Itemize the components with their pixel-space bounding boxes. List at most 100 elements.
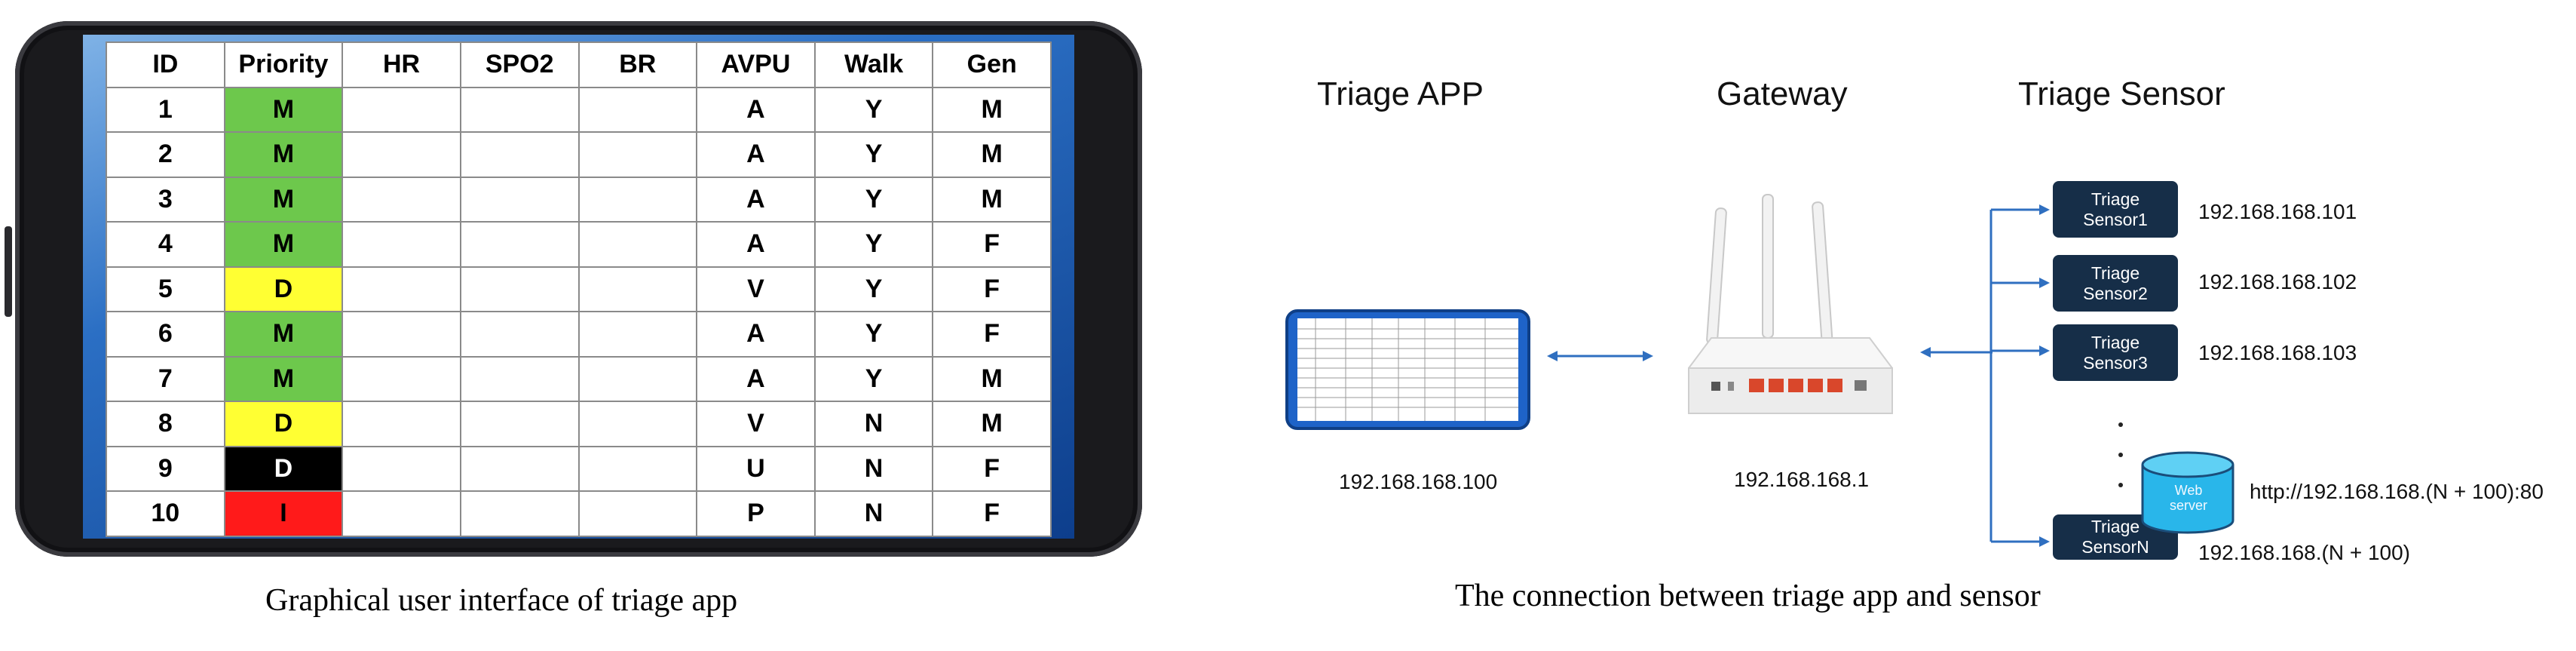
gateway-ip: 192.168.168.1 [1734,468,1870,491]
cell-id: 8 [106,401,225,447]
cell-spo2 [459,355,580,402]
sensor-label-2a: Triage [2091,263,2140,283]
cell-spo2 [459,176,580,223]
app-title: Triage APP [1317,75,1484,112]
cell-priority: M [223,86,344,133]
cell-spo2 [459,266,580,312]
cell-spo2 [459,221,580,268]
cell-avpu: P [696,490,816,537]
ellipsis-dot-3 [2118,483,2123,487]
cell-id: 5 [106,266,225,312]
cell-br [577,401,698,447]
cell-hr [342,176,461,223]
gateway-sensor-arrow [1920,347,1992,358]
cell-walk: Y [813,176,934,223]
sensor-ip-2: 192.168.168.102 [2198,270,2357,293]
header-avpu: AVPU [696,41,816,88]
cell-gen: F [932,221,1052,268]
cell-priority: D [223,266,344,312]
cell-priority: M [223,221,344,268]
sensor-label-nb: SensorN [2081,537,2149,557]
sensor-label-3a: Triage [2091,332,2140,352]
table-header-row: ID Priority HR SPO2 BR AVPU Walk Gen [106,41,1052,88]
gateway-title: Gateway [1717,75,1848,112]
cell-gen: F [932,266,1052,312]
sensor-label-3b: Sensor3 [2083,352,2148,373]
cell-avpu: A [696,311,816,358]
tablet-thumbnail-icon [1285,309,1530,430]
sensor-box-2: Triage Sensor2 [2053,255,2178,312]
cell-walk: N [813,490,934,537]
web-server-label: Web server [2162,483,2215,513]
sensor-ip-1: 192.168.168.101 [2198,200,2357,223]
web-server-label-1: Web [2174,483,2203,498]
sensor-label-1b: Sensor1 [2083,209,2148,229]
cell-avpu: A [696,86,816,133]
left-caption: Graphical user interface of triage app [265,583,738,618]
cell-spo2 [459,401,580,447]
sensor-box-3: Triage Sensor3 [2053,324,2178,381]
cell-br [577,131,698,178]
cell-hr [342,401,461,447]
ellipsis-dot-2 [2118,453,2123,457]
cell-hr [342,221,461,268]
cell-walk: N [813,401,934,447]
cell-priority: M [223,131,344,178]
cell-gen: F [932,490,1052,537]
cell-avpu: V [696,401,816,447]
cell-walk: Y [813,221,934,268]
cell-id: 4 [106,221,225,268]
cell-priority: M [223,311,344,358]
cell-id: 1 [106,86,225,133]
app-ip: 192.168.168.100 [1339,470,1498,493]
cell-walk: Y [813,311,934,358]
cell-hr [342,131,461,178]
web-url: http://192.168.168.(N + 100):80 [2250,480,2544,503]
cell-hr [342,86,461,133]
cell-avpu: V [696,266,816,312]
web-server-label-2: server [2169,498,2207,513]
cell-hr [342,490,461,537]
cell-spo2 [459,311,580,358]
cell-gen: F [932,445,1052,492]
sensor-label-2b: Sensor2 [2083,283,2148,303]
cell-br [577,221,698,268]
cell-spo2 [459,131,580,178]
cell-br [577,490,698,537]
header-id: ID [106,41,225,88]
cell-walk: N [813,445,934,492]
cell-id: 9 [106,445,225,492]
router-icon [1688,194,1893,414]
sensor-ip-n: 192.168.168.(N + 100) [2198,541,2410,564]
sensor-box-1: Triage Sensor1 [2053,181,2178,238]
cell-walk: Y [813,86,934,133]
cell-id: 6 [106,311,225,358]
cell-gen: M [932,355,1052,402]
cell-priority: D [223,401,344,447]
phone-side-button [5,226,12,317]
cell-walk: Y [813,266,934,312]
sensor-label-na: Triage [2091,517,2140,536]
cell-gen: M [932,176,1052,223]
cell-gen: M [932,131,1052,178]
cell-priority: M [223,176,344,223]
header-br: BR [577,41,698,88]
sensor-label-1a: Triage [2091,189,2140,209]
cell-id: 7 [106,355,225,402]
cell-avpu: A [696,221,816,268]
cell-walk: Y [813,355,934,402]
database-cylinder-icon [2141,451,2234,534]
cell-br [577,86,698,133]
cell-br [577,311,698,358]
cell-avpu: A [696,131,816,178]
cell-br [577,355,698,402]
cell-id: 3 [106,176,225,223]
